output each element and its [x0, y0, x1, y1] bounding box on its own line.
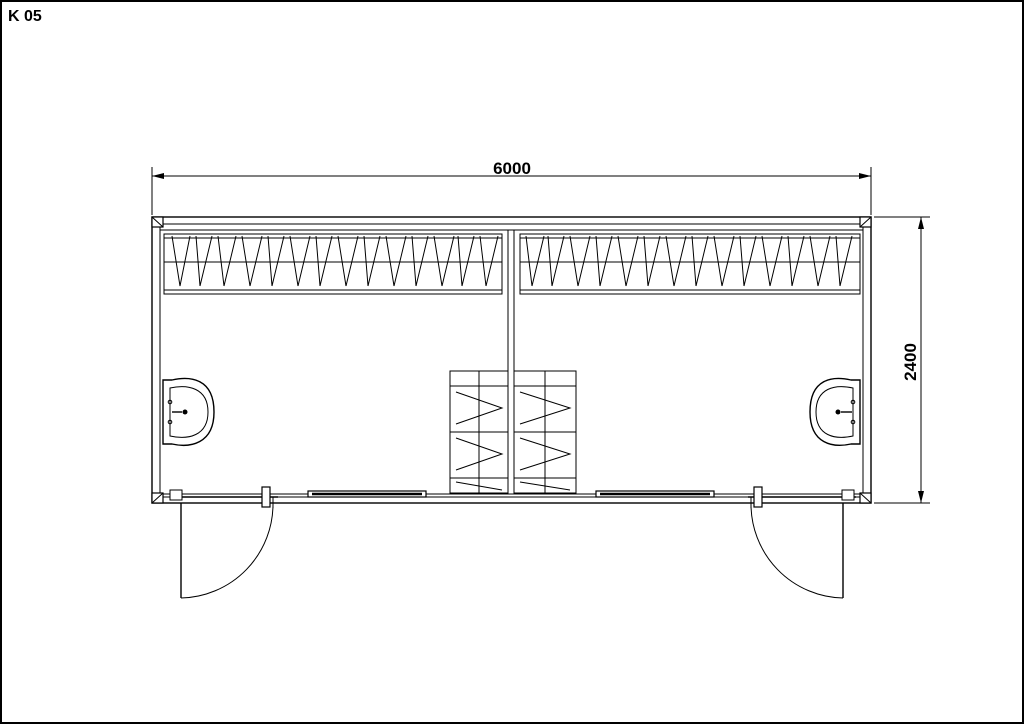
- bench-left: [163, 233, 503, 295]
- width-dimension-label: 6000: [493, 159, 531, 178]
- height-dimension-label: 2400: [901, 343, 920, 381]
- height-dimension: 2400: [874, 216, 930, 504]
- container-walls: [151, 216, 872, 504]
- washbasin-left: [162, 377, 215, 446]
- door-left: [169, 486, 278, 599]
- washbasin-right: [809, 377, 861, 446]
- width-dimension: 6000: [151, 159, 872, 215]
- window-right: [595, 490, 715, 498]
- bench-right: [519, 233, 861, 295]
- door-right: [748, 486, 856, 599]
- window-left: [307, 490, 427, 498]
- central-shelving: [449, 370, 577, 494]
- drawing-code: K 05: [8, 8, 42, 25]
